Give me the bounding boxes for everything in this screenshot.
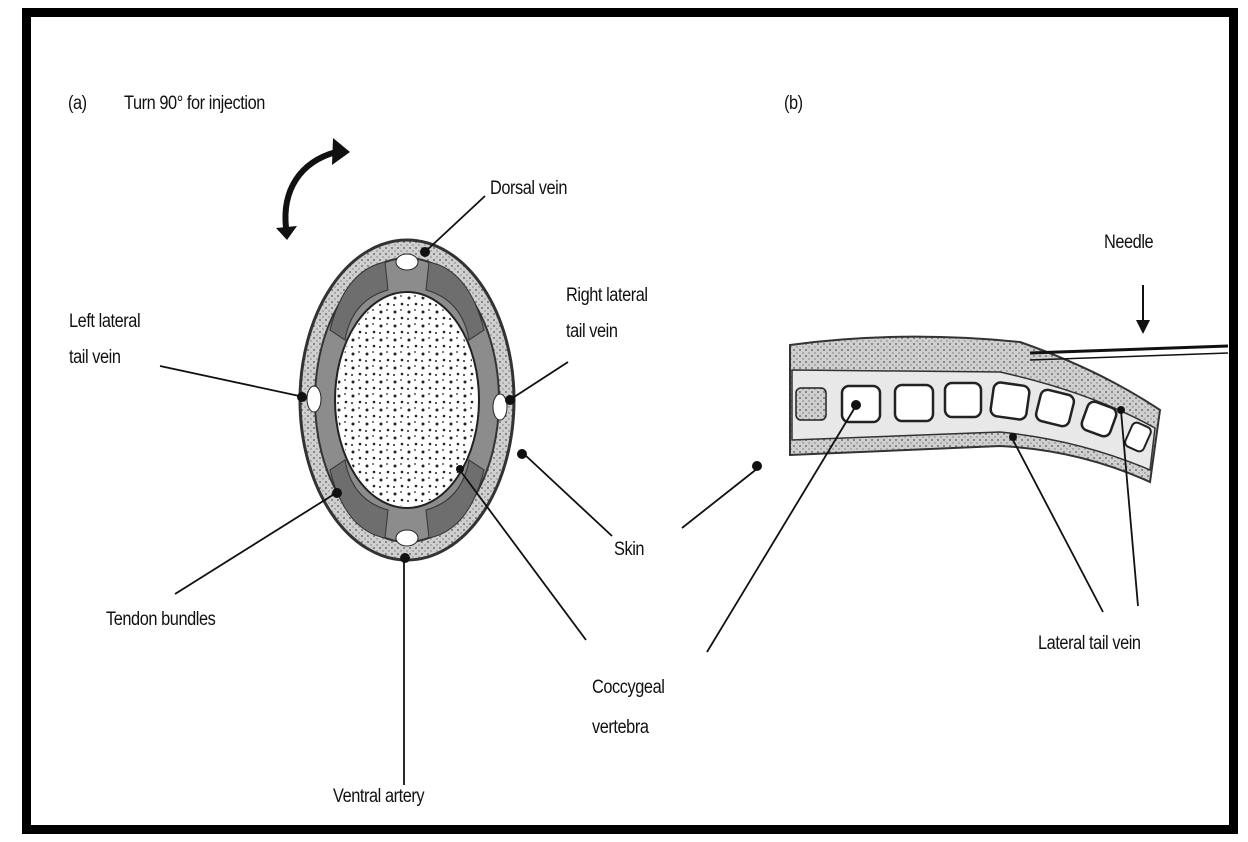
needle-arrow-icon	[1136, 285, 1150, 334]
tendon-bundles-label: Tendon bundles	[106, 608, 215, 632]
instruction-text: Turn 90° for injection	[124, 92, 265, 116]
rotate-arrow-icon	[276, 138, 350, 240]
dorsal-vein-label: Dorsal vein	[490, 177, 567, 201]
panel-a-label: (a)	[68, 92, 87, 116]
skin-label: Skin	[614, 538, 644, 562]
tail-longitudinal-section	[790, 337, 1160, 482]
ventral-artery-label: Ventral artery	[333, 785, 424, 809]
tail-cross-section	[300, 240, 514, 560]
coccygeal-vertebra-label-line1: Coccygeal	[592, 676, 664, 700]
lateral-tail-vein-label: Lateral tail vein	[1038, 632, 1141, 656]
right-lateral-vein-label-line2: tail vein	[566, 320, 618, 344]
needle-label: Needle	[1104, 231, 1153, 255]
panel-b-label: (b)	[784, 92, 803, 116]
right-lateral-vein-label-line1: Right lateral	[566, 284, 648, 308]
left-lateral-vein-label-line1: Left lateral	[69, 310, 140, 334]
coccygeal-vertebra-label-line2: vertebra	[592, 716, 649, 740]
left-lateral-vein-label-line2: tail vein	[69, 346, 121, 370]
